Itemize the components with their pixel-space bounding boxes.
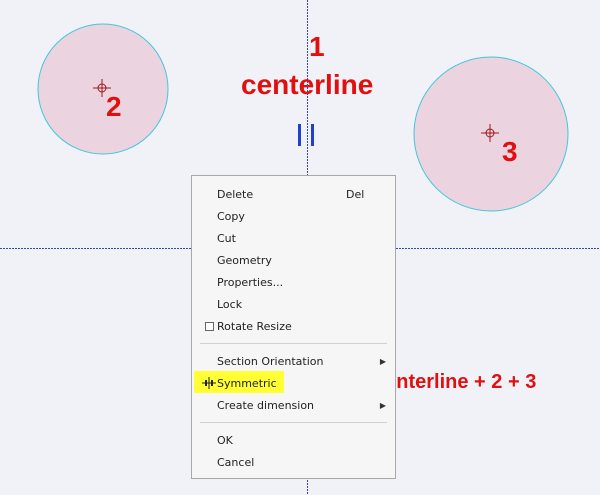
menu-item-section-orientation[interactable]: Section Orientation ▶ xyxy=(195,351,392,371)
annotation-number-3: 3 xyxy=(502,136,518,167)
annotation-number-1: 1 xyxy=(309,31,325,62)
menu-item-delete-label: Delete xyxy=(217,187,254,201)
menu-item-lock-label: Lock xyxy=(217,297,243,311)
submenu-arrow-icon: ▶ xyxy=(379,400,386,410)
menu-item-cancel-label: Cancel xyxy=(217,455,255,469)
circle-3[interactable] xyxy=(413,56,569,212)
annotation-number-2: 2 xyxy=(106,91,122,122)
menu-item-ok[interactable]: OK xyxy=(195,430,392,450)
menu-item-symmetric[interactable]: Symmetric xyxy=(195,373,392,393)
menu-item-rotate-resize[interactable]: Rotate Resize xyxy=(195,316,392,336)
menu-separator xyxy=(200,343,387,344)
menu-item-copy[interactable]: Copy xyxy=(195,206,392,226)
menu-item-copy-label: Copy xyxy=(217,209,245,223)
menu-item-cut-label: Cut xyxy=(217,231,236,245)
circle-3-center-marker xyxy=(481,124,499,142)
menu-item-geometry-label: Geometry xyxy=(217,253,272,267)
menu-item-delete-shortcut: Del xyxy=(346,187,365,201)
menu-item-create-dimension-label: Create dimension xyxy=(217,398,315,412)
submenu-arrow-icon: ▶ xyxy=(379,356,386,366)
menu-separator xyxy=(200,422,387,423)
menu-item-cut[interactable]: Cut xyxy=(195,228,392,248)
annotation-centerline: centerline xyxy=(241,69,374,100)
menu-item-lock[interactable]: Lock xyxy=(195,294,392,314)
menu-item-properties[interactable]: Properties... xyxy=(195,272,392,292)
menu-item-delete[interactable]: Delete Del xyxy=(195,184,392,204)
menu-item-geometry[interactable]: Geometry xyxy=(195,250,392,270)
symmetric-constraint-symbol xyxy=(298,124,314,146)
menu-item-symmetric-label: Symmetric xyxy=(217,376,277,390)
menu-item-section-orientation-label: Section Orientation xyxy=(217,354,324,368)
rotate-resize-checkbox[interactable] xyxy=(205,322,214,331)
symmetric-highlight xyxy=(194,371,284,393)
menu-item-ok-label: OK xyxy=(217,433,233,447)
menu-item-properties-label: Properties... xyxy=(217,275,284,289)
circle-2-center-marker xyxy=(93,79,111,97)
annotation-callout: centerline + 2 + 3 xyxy=(374,371,537,393)
symmetric-icon xyxy=(202,377,216,389)
context-menu: Delete Del Copy Cut Geometry Properties.… xyxy=(191,175,396,479)
menu-item-cancel[interactable]: Cancel xyxy=(195,452,392,472)
menu-item-create-dimension[interactable]: Create dimension ▶ xyxy=(195,395,392,415)
circle-2[interactable] xyxy=(37,23,169,155)
menu-item-rotate-resize-label: Rotate Resize xyxy=(217,319,292,333)
